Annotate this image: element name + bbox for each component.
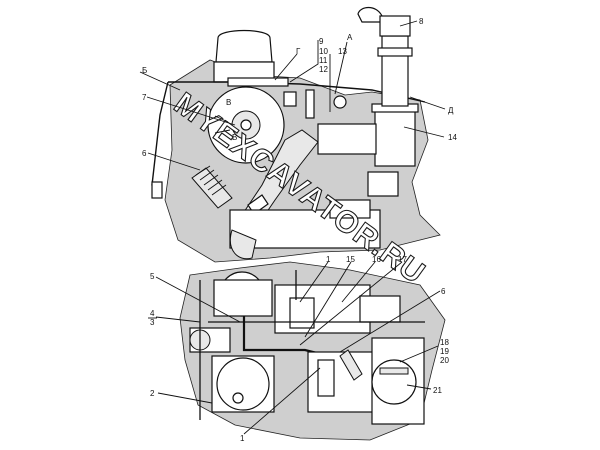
callout-B: Б — [142, 66, 147, 75]
callout-6: 6 — [142, 149, 147, 158]
callout-7: 7 — [142, 93, 147, 102]
callout-10: 10 — [319, 47, 328, 56]
stack-top — [379, 15, 411, 37]
callout-5: 5 — [150, 272, 155, 281]
callout-3: 3 — [150, 318, 155, 327]
callout-V-lower: В — [232, 133, 237, 142]
tank-bottom-cap — [232, 392, 244, 404]
valve-block — [359, 295, 401, 323]
callout-V-upper: В — [226, 98, 231, 107]
tank-top-frame — [213, 279, 273, 317]
tank-bottom — [216, 357, 270, 411]
frame-rail — [227, 77, 289, 87]
tank-strap — [379, 367, 409, 375]
pipe-flange — [333, 95, 347, 109]
callouts-bottom: 5 4 3 2 1 1 15 16 17 6 18 19 20 21 — [148, 255, 449, 443]
connector-pipe — [317, 123, 377, 155]
callout-6-bottom: 6 — [441, 287, 446, 296]
right-tank — [371, 359, 417, 405]
air-filter-housing — [215, 29, 273, 63]
callout-1-upper: 1 — [326, 255, 331, 264]
callout-A: А — [347, 33, 353, 42]
callout-18: 18 — [440, 338, 449, 347]
muffler — [374, 107, 416, 167]
callout-D: Д — [448, 106, 454, 115]
callout-G: Г — [296, 47, 301, 56]
callout-9: 9 — [319, 37, 324, 46]
pump-block — [289, 297, 315, 329]
leader-lines-bottom — [155, 261, 441, 435]
diagonal-pipe — [339, 349, 363, 381]
callout-19: 19 — [440, 347, 449, 356]
corrugation-lines — [195, 165, 227, 196]
callout-12: 12 — [319, 65, 328, 74]
plan-view — [179, 261, 446, 441]
callout-11: 11 — [319, 56, 328, 65]
left-post — [151, 181, 163, 199]
rain-cap — [357, 6, 383, 23]
callouts-top: 9 10 11 12 13 Г А Б В В 7 6 8 Д 14 — [142, 17, 457, 158]
tube-clip — [305, 89, 315, 119]
callout-16: 16 — [372, 255, 381, 264]
callout-13: 13 — [338, 47, 347, 56]
callout-21: 21 — [433, 386, 442, 395]
callout-2: 2 — [150, 389, 155, 398]
exhaust-stack — [381, 35, 409, 107]
callout-1-lower: 1 — [240, 434, 245, 443]
bolt-block — [283, 91, 297, 107]
callout-4: 4 — [150, 309, 155, 318]
callout-20: 20 — [440, 356, 449, 365]
callout-14: 14 — [448, 133, 457, 142]
filter-housing — [317, 359, 335, 397]
leader-lines-top — [139, 20, 446, 171]
stack-clamp — [377, 47, 413, 57]
callout-17: 17 — [398, 255, 407, 264]
sensor-box — [367, 171, 399, 197]
elbow-pipe — [230, 229, 257, 260]
callout-8: 8 — [419, 17, 424, 26]
callout-15: 15 — [346, 255, 355, 264]
engine-assembly-view — [151, 6, 441, 263]
fan-bolt — [240, 119, 252, 131]
bracket — [329, 199, 371, 219]
